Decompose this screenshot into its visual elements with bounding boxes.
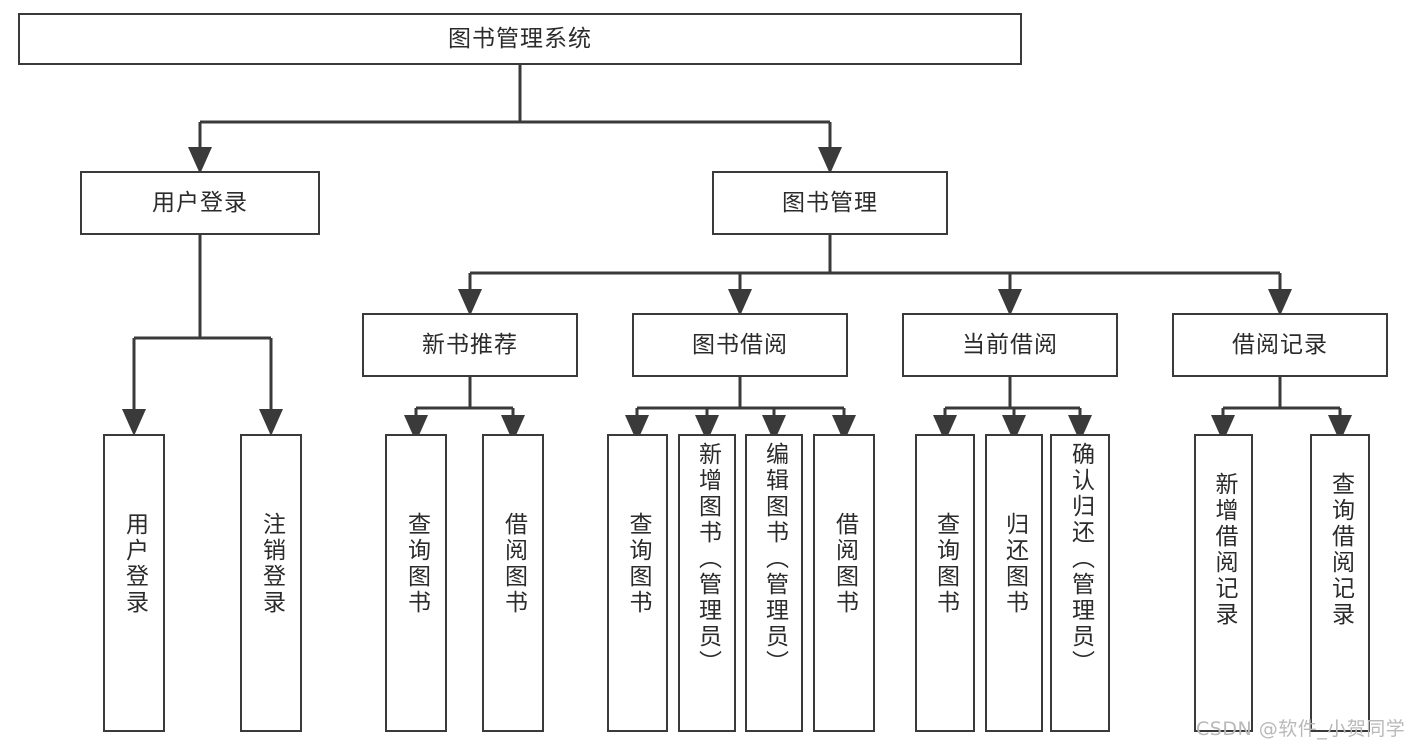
- node-label: 归还图书: [1001, 512, 1028, 616]
- node-book-borrow[interactable]: 图书借阅: [632, 313, 848, 377]
- leaf-borrow-books-recommend[interactable]: 借阅图书: [482, 434, 544, 732]
- node-label: 查询图书: [403, 512, 430, 616]
- node-label: 注销登录: [258, 512, 285, 616]
- leaf-query-books-borrow[interactable]: 查询图书: [607, 434, 668, 732]
- node-label: 新增借阅记录: [1211, 472, 1237, 628]
- leaf-query-borrow-record[interactable]: 查询借阅记录: [1310, 434, 1370, 732]
- leaf-logout[interactable]: 注销登录: [240, 434, 302, 732]
- leaf-user-login[interactable]: 用户登录: [103, 434, 165, 732]
- leaf-query-books-recommend[interactable]: 查询图书: [385, 434, 447, 732]
- node-new-book-recommend[interactable]: 新书推荐: [362, 313, 578, 377]
- leaf-confirm-return-admin[interactable]: 确认归还（管理员）: [1050, 434, 1110, 732]
- node-label: 图书管理: [782, 189, 878, 216]
- node-label: 查询图书: [932, 512, 959, 616]
- node-label: 借阅图书: [500, 512, 527, 616]
- node-label: 图书借阅: [692, 331, 788, 358]
- node-label: 查询图书: [625, 512, 651, 616]
- leaf-query-books-current[interactable]: 查询图书: [915, 434, 975, 732]
- node-label: 借阅记录: [1232, 331, 1328, 358]
- leaf-add-borrow-record[interactable]: 新增借阅记录: [1194, 434, 1253, 732]
- node-user-login[interactable]: 用户登录: [80, 171, 320, 235]
- node-label: 用户登录: [121, 512, 148, 616]
- leaf-borrow-books[interactable]: 借阅图书: [813, 434, 875, 732]
- leaf-edit-book-admin[interactable]: 编辑图书（管理员）: [745, 434, 803, 732]
- node-label: 编辑图书（管理员）: [761, 442, 788, 676]
- node-label: 确认归还（管理员）: [1067, 442, 1094, 676]
- node-label: 查询借阅记录: [1327, 472, 1354, 628]
- node-root-book-management-system[interactable]: 图书管理系统: [18, 13, 1022, 65]
- node-borrow-record[interactable]: 借阅记录: [1172, 313, 1388, 377]
- node-label: 新书推荐: [422, 331, 518, 358]
- node-label: 用户登录: [152, 189, 248, 216]
- watermark: CSDN @软件_小贺同学: [1196, 718, 1405, 740]
- node-label: 当前借阅: [962, 331, 1058, 358]
- node-label: 新增图书（管理员）: [694, 442, 721, 676]
- node-book-management[interactable]: 图书管理: [712, 171, 948, 235]
- node-label: 图书管理系统: [448, 25, 592, 52]
- leaf-return-books[interactable]: 归还图书: [985, 434, 1043, 732]
- leaf-add-book-admin[interactable]: 新增图书（管理员）: [678, 434, 736, 732]
- node-label: 借阅图书: [831, 512, 858, 616]
- node-current-borrow[interactable]: 当前借阅: [902, 313, 1118, 377]
